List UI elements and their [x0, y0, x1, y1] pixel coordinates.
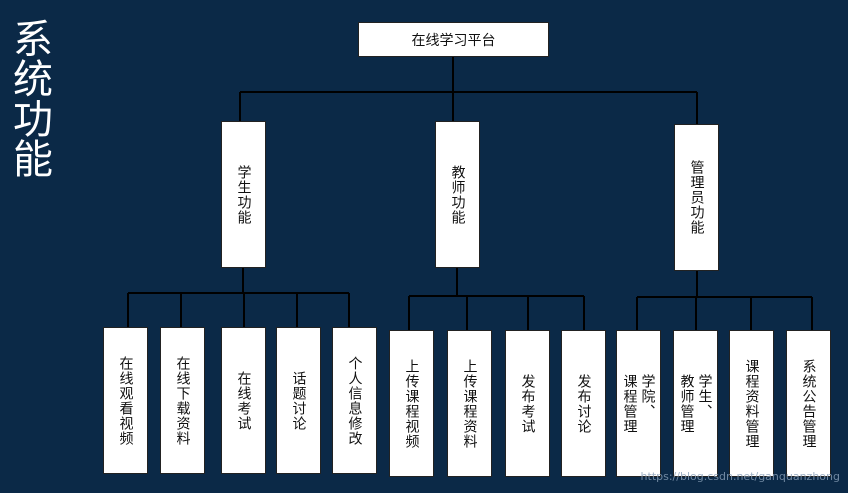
- watermark: https://blog.csdn.net/ganquanzhong: [640, 470, 840, 483]
- leaf-node: 系统公告管理: [786, 330, 831, 477]
- leaf-label: 发布考试: [519, 373, 536, 434]
- side-title: 系统功能: [6, 18, 52, 178]
- root-node: 在线学习平台: [358, 22, 549, 57]
- category-label: 教师功能: [449, 164, 466, 225]
- leaf-node: 学生、 教师管理: [673, 330, 718, 477]
- leaf-label: 发布讨论: [575, 373, 592, 434]
- leaf-label: 课程资料管理: [743, 358, 760, 449]
- leaf-label: 上传课程视频: [403, 358, 420, 449]
- leaf-node: 上传课程视频: [389, 330, 434, 477]
- leaf-node: 话题讨论: [276, 327, 321, 474]
- leaf-label: 学院、 课程管理: [621, 373, 656, 434]
- leaf-label: 话题讨论: [290, 370, 307, 431]
- leaf-node: 课程资料管理: [729, 330, 774, 477]
- root-node-label: 在线学习平台: [411, 32, 496, 49]
- leaf-label: 上传课程资料: [461, 358, 478, 449]
- leaf-node: 在线观看视频: [103, 327, 148, 474]
- leaf-label: 在线下载资料: [174, 355, 191, 446]
- leaf-node: 发布讨论: [561, 330, 606, 477]
- category-node-student: 学生功能: [221, 121, 266, 268]
- category-node-teacher: 教师功能: [435, 121, 480, 268]
- leaf-label: 系统公告管理: [800, 358, 817, 449]
- category-label: 学生功能: [235, 164, 252, 225]
- leaf-node: 个人信息修改: [332, 327, 377, 474]
- leaf-label: 个人信息修改: [346, 355, 363, 446]
- leaf-node: 学院、 课程管理: [616, 330, 661, 477]
- category-label: 管理员功能: [688, 160, 705, 235]
- leaf-node: 在线下载资料: [160, 327, 205, 474]
- leaf-node: 上传课程资料: [447, 330, 492, 477]
- leaf-label: 学生、 教师管理: [678, 373, 713, 434]
- leaf-label: 在线观看视频: [117, 355, 134, 446]
- leaf-label: 在线考试: [235, 370, 252, 431]
- leaf-node: 发布考试: [505, 330, 550, 477]
- category-node-admin: 管理员功能: [674, 124, 719, 271]
- leaf-node: 在线考试: [221, 327, 266, 474]
